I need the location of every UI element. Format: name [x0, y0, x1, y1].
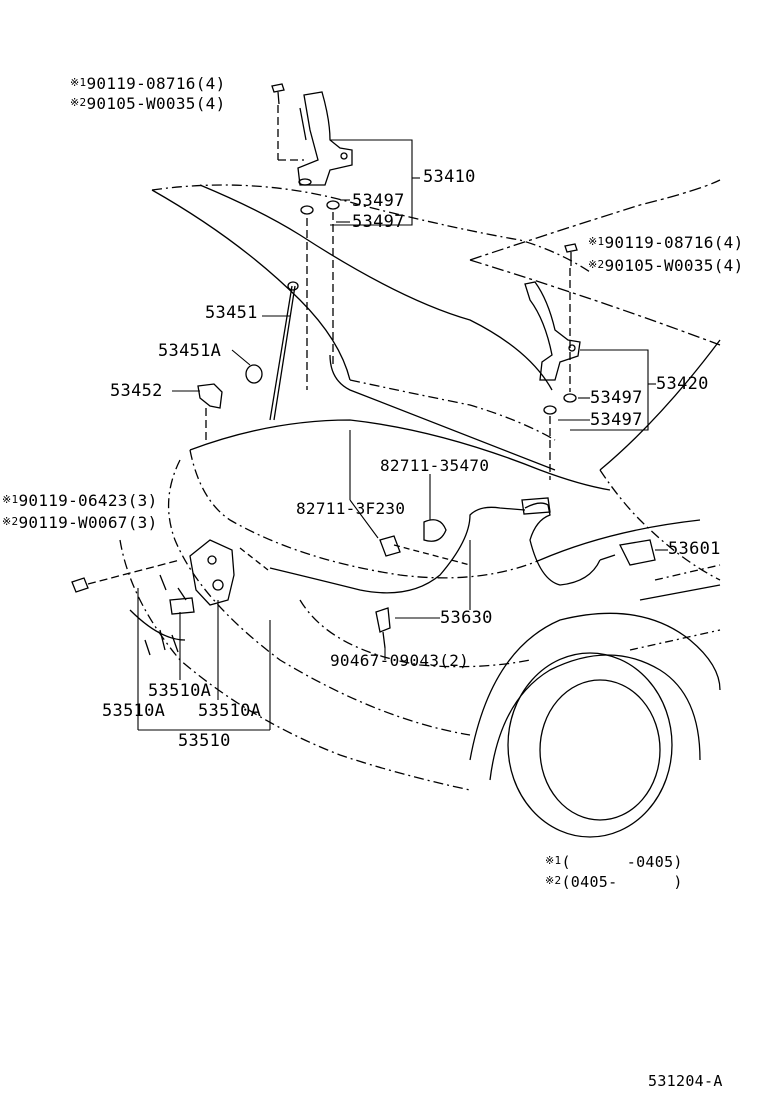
- label-clamp-a: 82711-35470: [380, 456, 490, 475]
- support-rod: [198, 282, 298, 440]
- label-release-lever: 53601: [668, 539, 721, 559]
- label-hinge-left: 53410: [423, 167, 476, 187]
- label-hinge-right-bolt-1: ※190119-08716(4): [588, 233, 744, 252]
- label-cushion-left-a: 53497: [352, 191, 405, 211]
- hinge-right: [525, 244, 580, 480]
- label-rod-clamp: 53452: [110, 381, 163, 401]
- release-cable: [270, 498, 655, 648]
- figure-id: 531204-A: [648, 1072, 723, 1090]
- label-cushion-right-a: 53497: [590, 388, 643, 408]
- car-body: [120, 180, 720, 790]
- wheel: [470, 613, 720, 837]
- label-hinge-left-bolt-2: ※290105-W0035(4): [70, 94, 226, 113]
- label-cushion-left-b: 53497: [352, 212, 405, 232]
- hood-lock: [72, 540, 268, 614]
- label-lock-assy: 53510: [178, 731, 231, 751]
- legend-row-2: ※2(0405- ): [545, 873, 683, 891]
- label-support-rod: 53451: [205, 303, 258, 323]
- label-lock-part-b: 53510A: [102, 701, 166, 721]
- leader-lines: [138, 140, 668, 730]
- label-clamp-b: 82711-3F230: [296, 499, 406, 518]
- label-clip: 90467-09043(2): [330, 651, 470, 670]
- hinge-left: [272, 84, 352, 390]
- label-cushion-right-b: 53497: [590, 410, 643, 430]
- label-lock-part-c: 53510A: [198, 701, 262, 721]
- label-lock-bolt-1: ※190119-06423(3): [2, 491, 158, 510]
- label-hinge-right: 53420: [656, 374, 709, 394]
- label-lock-bolt-2: ※290119-W0067(3): [2, 513, 158, 532]
- legend-row-1: ※1( -0405): [545, 853, 683, 871]
- label-release-cable: 53630: [440, 608, 493, 628]
- label-support-holder: 53451A: [158, 341, 222, 361]
- label-hinge-left-bolt-1: ※190119-08716(4): [70, 74, 226, 93]
- label-hinge-right-bolt-2: ※290105-W0035(4): [588, 256, 744, 275]
- label-lock-part-a: 53510A: [148, 681, 212, 701]
